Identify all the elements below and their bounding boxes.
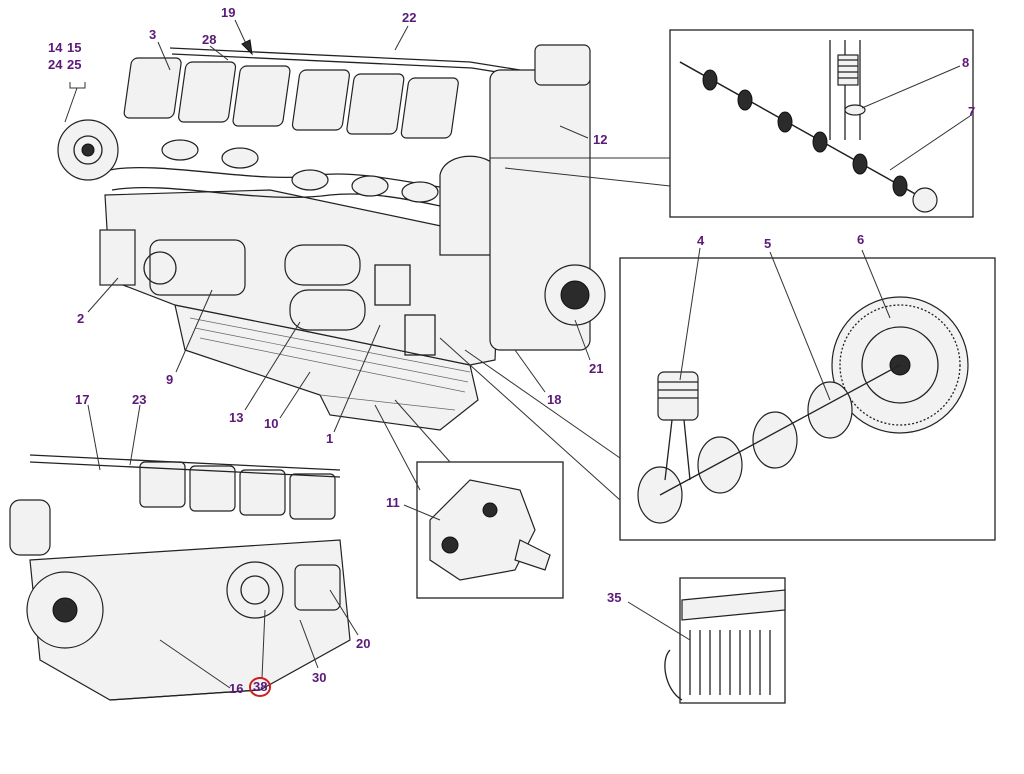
label-20: 20 — [356, 636, 371, 651]
label-6: 6 — [857, 232, 865, 247]
label-25: 25 — [67, 57, 82, 72]
label-21: 21 — [589, 361, 604, 376]
crankshaft-inset — [619, 257, 996, 541]
label-16: 16 — [229, 681, 244, 696]
label-1: 1 — [326, 431, 334, 446]
leader-lines — [64, 19, 971, 689]
oil-pump-inset — [416, 461, 564, 599]
label-13: 13 — [229, 410, 244, 425]
label-35: 35 — [607, 590, 622, 605]
label-10: 10 — [264, 416, 279, 431]
label-5: 5 — [764, 236, 772, 251]
label-2: 2 — [77, 311, 85, 326]
label-15: 15 — [67, 40, 82, 55]
label-12: 12 — [593, 132, 608, 147]
main-engine-drawing — [57, 44, 606, 431]
label-8: 8 — [962, 55, 970, 70]
label-9: 9 — [166, 372, 174, 387]
label-23: 23 — [132, 392, 147, 407]
label-38-highlighted: 38 — [249, 677, 272, 697]
label-4: 4 — [697, 233, 705, 248]
label-14: 14 — [48, 40, 63, 55]
label-3: 3 — [149, 27, 157, 42]
label-30: 30 — [312, 670, 327, 685]
label-19: 19 — [221, 5, 236, 20]
heater-inset — [664, 577, 786, 704]
label-11: 11 — [386, 495, 400, 510]
label-7: 7 — [968, 104, 976, 119]
label-18: 18 — [547, 392, 562, 407]
label-17: 17 — [75, 392, 90, 407]
camshaft-inset — [669, 29, 974, 218]
label-28: 28 — [202, 32, 217, 47]
label-22: 22 — [402, 10, 417, 25]
lower-engine-drawing — [9, 454, 351, 701]
label-24: 24 — [48, 57, 63, 72]
